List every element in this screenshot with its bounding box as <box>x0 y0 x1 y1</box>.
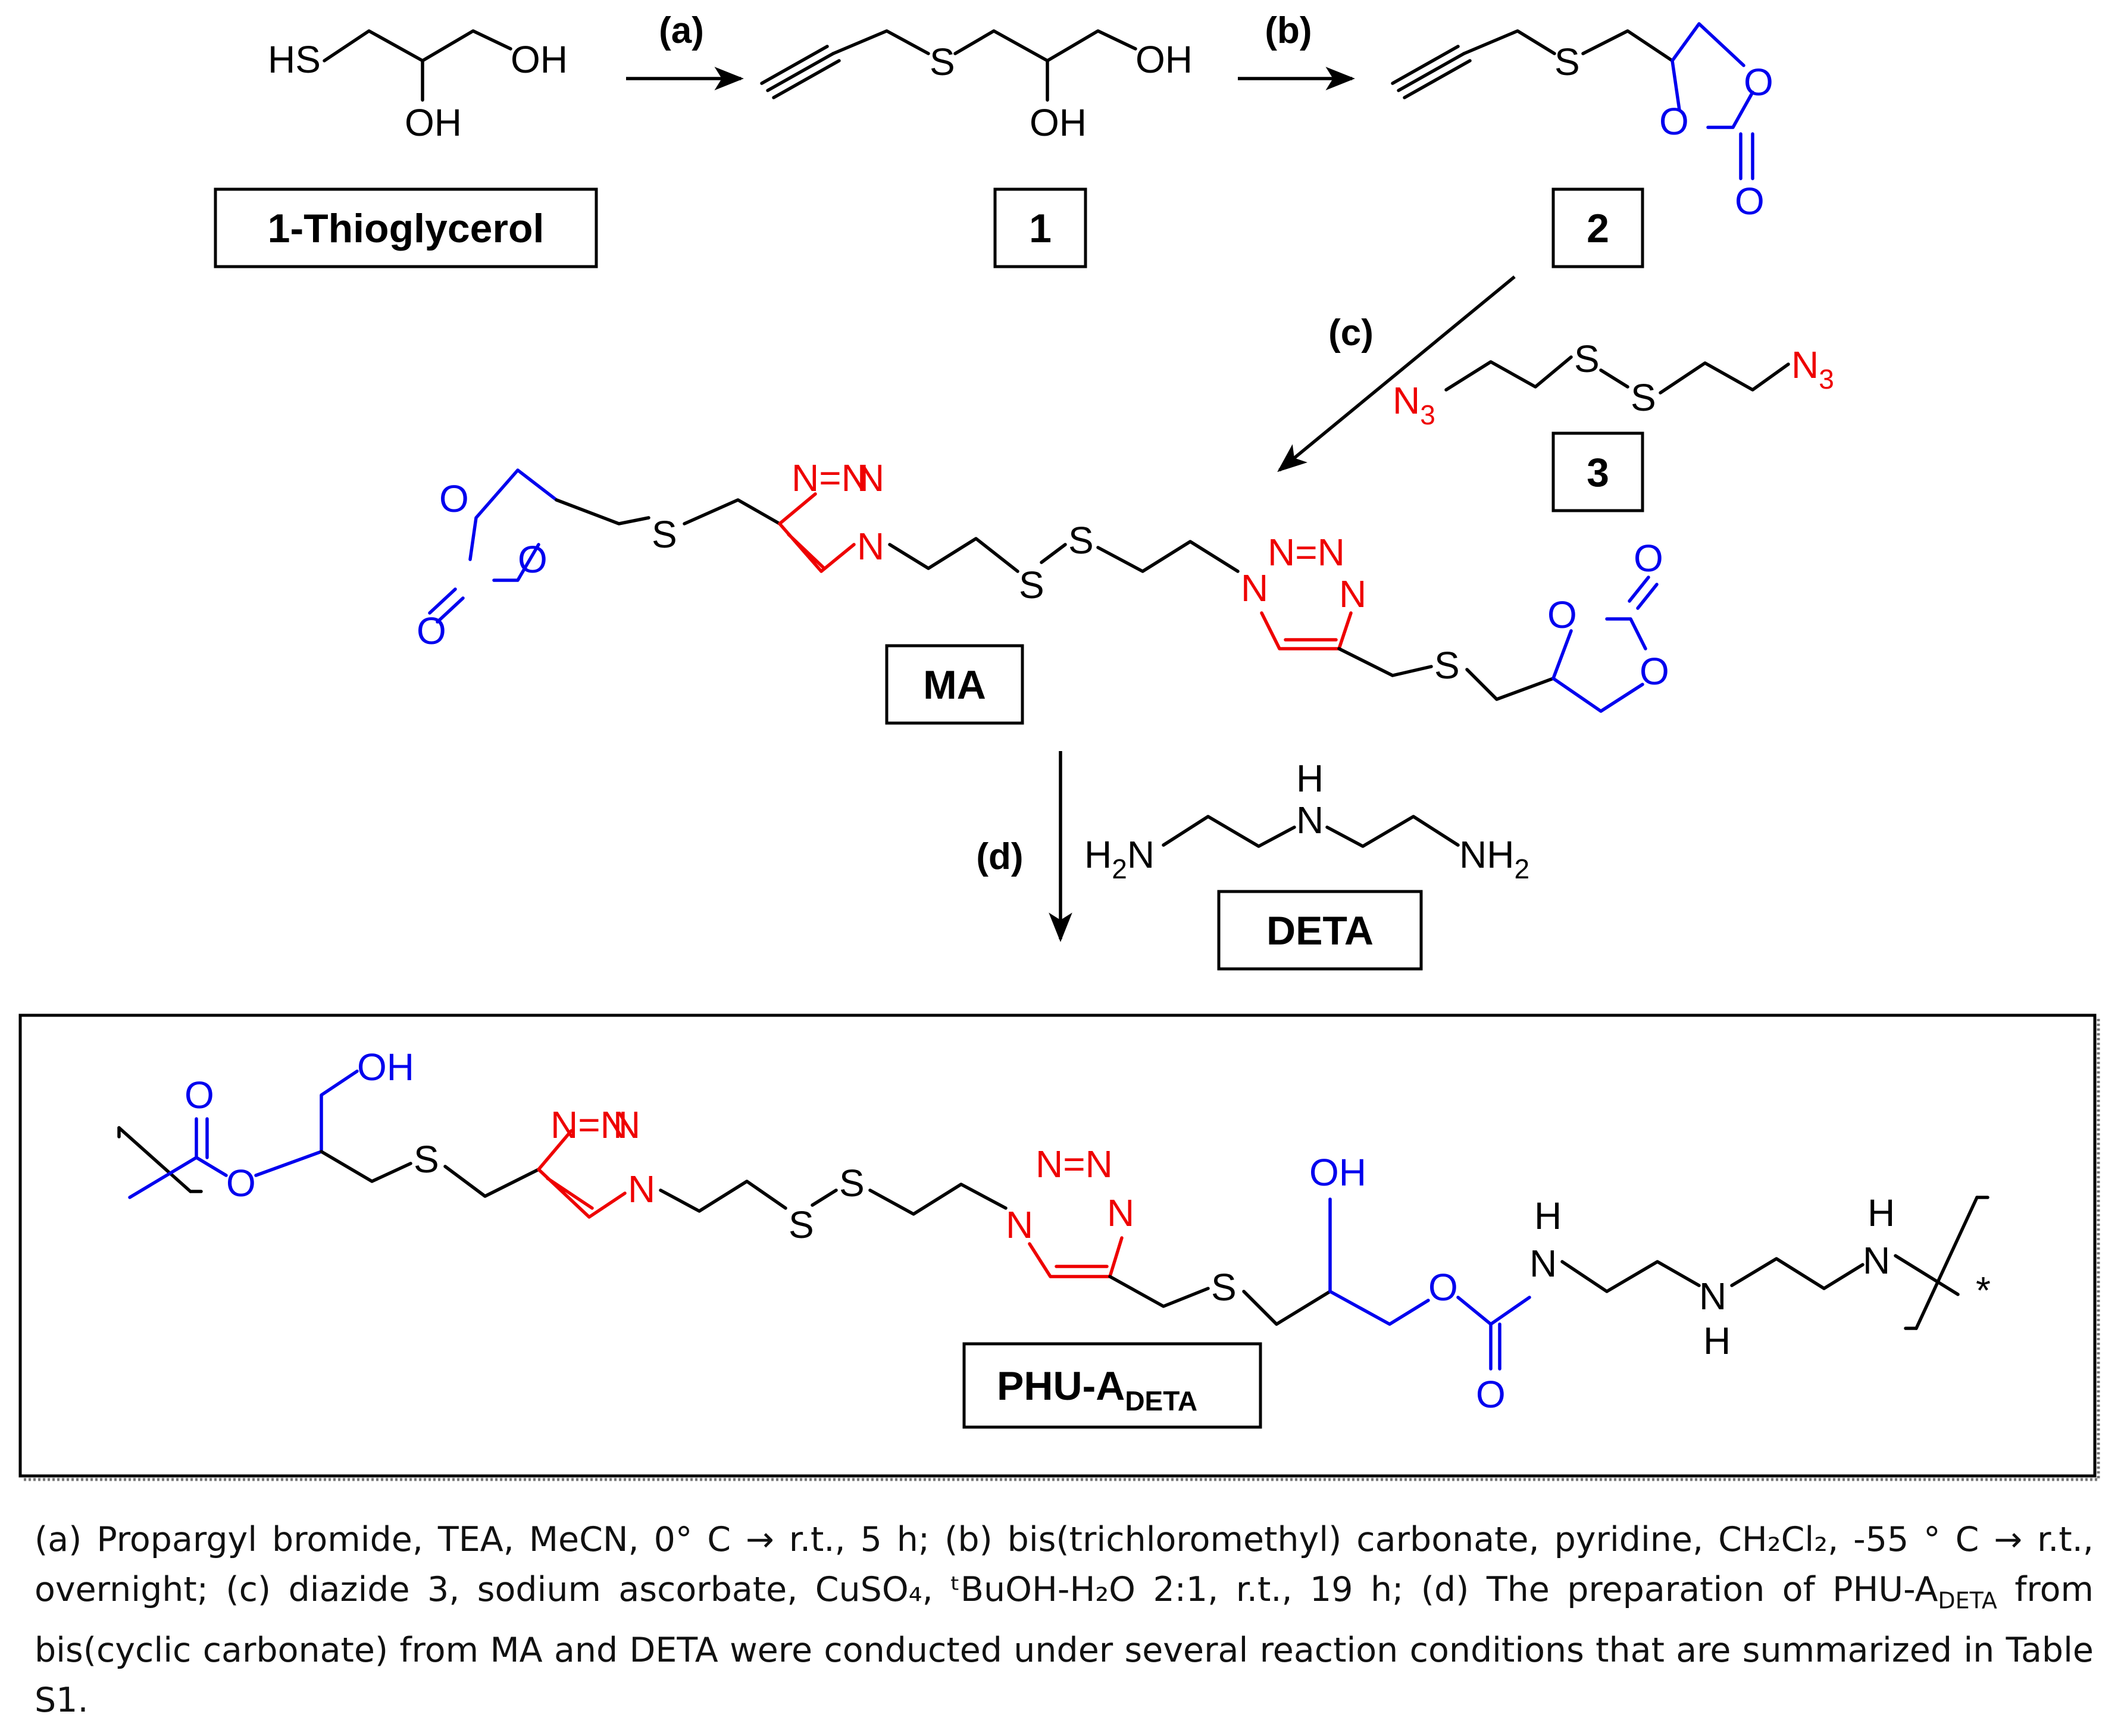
atom-o: O <box>1428 1266 1458 1309</box>
thioglycerol-structure: HS OH OH <box>268 29 568 144</box>
atom-nh2: NH2 <box>1459 833 1529 884</box>
step-label-a: (a) <box>659 10 704 51</box>
scheme-caption: (a) Propargyl bromide, TEA, MeCN, 0° C →… <box>35 1515 2094 1725</box>
atom-n: N <box>1863 1239 1890 1282</box>
atom-nnn: N=N <box>550 1103 628 1146</box>
atom-h: H <box>1867 1191 1895 1234</box>
atom-o: O <box>1744 61 1773 104</box>
atom-o: O <box>439 477 469 520</box>
atom-h: H <box>1296 757 1324 800</box>
atom-n: N <box>857 525 884 568</box>
compound-1-structure: S OH OH <box>760 29 1193 144</box>
atom-s: S <box>1019 564 1044 606</box>
atom-n: N <box>1339 573 1366 615</box>
atom-oh: OH <box>357 1046 414 1088</box>
atom-n3: N3 <box>1393 379 1435 430</box>
caption-text: from bis(cyclic carbonate) from MA and D… <box>35 1570 2094 1721</box>
reaction-arrow-c <box>1277 275 1516 473</box>
compound-3-structure: N3 S S N3 <box>1393 337 1834 430</box>
atom-n: N <box>628 1168 655 1210</box>
atom-n: N <box>613 1103 640 1146</box>
compound-label-ma: MA <box>923 662 986 708</box>
compound-label-deta: DETA <box>1266 908 1374 953</box>
atom-s: S <box>1554 40 1580 83</box>
atom-o: O <box>1634 537 1663 580</box>
atom-o: O <box>1640 650 1669 693</box>
compound-label-phu: PHU-ADETA <box>997 1363 1197 1416</box>
atom-n: N <box>1006 1203 1033 1246</box>
label-box-ma <box>885 644 1024 725</box>
atom-o: O <box>1547 593 1577 636</box>
atom-n: N <box>1529 1242 1557 1285</box>
compound-label-3: 3 <box>1587 450 1609 495</box>
atom-n: N <box>1699 1275 1726 1318</box>
atom-n: N <box>1241 567 1268 609</box>
atom-n: N <box>1296 799 1324 842</box>
compound-label-2: 2 <box>1587 206 1609 251</box>
reaction-scheme: HS OH OH 1-Thioglycerol (a) S OH OH 1 (b… <box>18 10 2100 1481</box>
label-box-deta <box>1217 890 1423 971</box>
caption-text: (a) Propargyl bromide, TEA, MeCN, 0° C →… <box>35 1520 2094 1609</box>
atom-h: H <box>1703 1319 1731 1362</box>
phu-polymer-structure: O O OH S N=N N N S S N N=N N S OH O O N … <box>117 1046 1991 1416</box>
atom-h2n: H2N <box>1084 833 1155 884</box>
atom-n: N <box>857 456 884 499</box>
deta-structure: H2N N H NH2 <box>1084 757 1529 884</box>
atom-o: O <box>226 1162 256 1205</box>
atom-oh: OH <box>405 101 462 144</box>
atom-oh: OH <box>1030 101 1087 144</box>
atom-hs: HS <box>268 38 321 81</box>
atom-o: O <box>518 538 548 581</box>
atom-s: S <box>652 513 677 556</box>
label-box-1 <box>993 187 1087 268</box>
atom-nnn: N=N <box>1268 531 1345 574</box>
step-label-d: (d) <box>976 836 1023 877</box>
label-box-3 <box>1551 431 1644 512</box>
polymer-frame <box>18 1014 2097 1478</box>
compound-2-structure: S O O O <box>1391 22 1773 223</box>
atom-star: * <box>1976 1269 1991 1312</box>
atom-s: S <box>1068 519 1094 562</box>
atom-s: S <box>789 1203 814 1246</box>
atom-h: H <box>1534 1194 1562 1237</box>
atom-o: O <box>417 609 446 652</box>
atom-s: S <box>1211 1266 1237 1309</box>
atom-oh: OH <box>511 38 568 81</box>
step-label-c: (c) <box>1328 312 1374 354</box>
atom-oh: OH <box>1135 38 1193 81</box>
step-label-b: (b) <box>1265 10 1312 51</box>
atom-s: S <box>930 40 955 83</box>
atom-n3: N3 <box>1791 343 1834 395</box>
atom-o: O <box>1476 1373 1506 1416</box>
atom-n: N <box>1107 1191 1134 1234</box>
atom-s: S <box>1631 376 1656 419</box>
atom-nnn: N=N <box>792 456 869 499</box>
atom-s: S <box>414 1138 439 1181</box>
compound-label-thioglycerol: 1-Thioglycerol <box>268 206 545 251</box>
label-box-phu <box>962 1342 1262 1429</box>
atom-oh: OH <box>1309 1151 1366 1194</box>
atom-o: O <box>184 1074 214 1116</box>
atom-nnn: N=N <box>1036 1143 1113 1186</box>
atom-s: S <box>839 1162 865 1205</box>
label-box-thioglycerol <box>214 187 598 268</box>
atom-o: O <box>1735 180 1765 223</box>
atom-o: O <box>1659 100 1689 143</box>
caption-subscript: DETA <box>1938 1587 1997 1614</box>
compound-label-1: 1 <box>1029 206 1052 251</box>
atom-s: S <box>1434 644 1460 687</box>
atom-s: S <box>1574 337 1600 380</box>
label-box-2 <box>1551 187 1644 268</box>
ma-structure: O O O S N=N N N S S N N=N N S O O O <box>417 456 1669 713</box>
